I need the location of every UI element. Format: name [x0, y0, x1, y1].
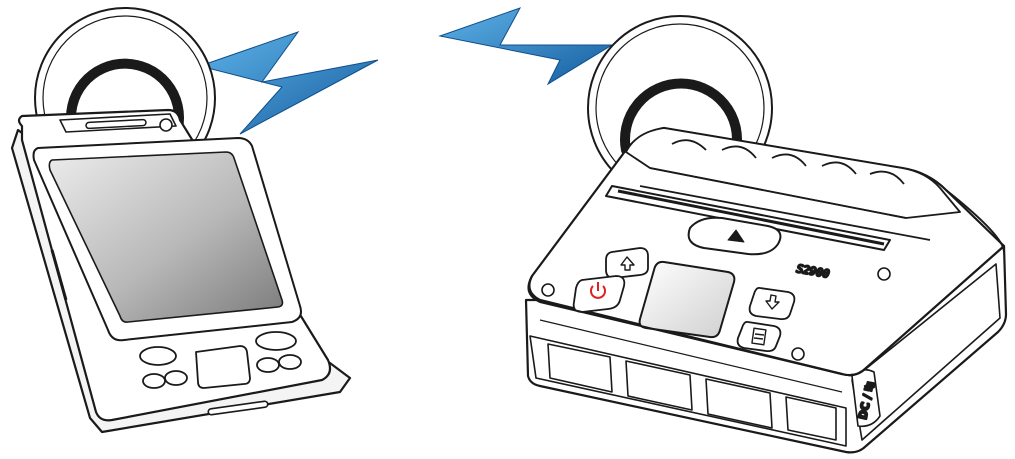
- signal-bolt-left-icon: [200, 32, 378, 134]
- printer-lcd-display: [640, 262, 735, 337]
- pda-center-key: [196, 346, 250, 388]
- mobile-printer-device: DC / ↹ S2900: [526, 16, 1006, 452]
- handheld-pda-device: [12, 8, 350, 432]
- pda-key-right-a: [257, 358, 279, 372]
- signal-bolt-right-icon: [440, 8, 612, 84]
- printer-feed-button: [738, 322, 781, 351]
- screw-front-left: [542, 284, 554, 296]
- screw-front-right: [792, 348, 804, 360]
- pda-key-left-b: [165, 371, 187, 385]
- pda-soft-key-left: [140, 347, 176, 365]
- printer-power-button: [574, 276, 625, 312]
- pda-key-left-a: [143, 374, 165, 388]
- screw-rear-right: [878, 268, 890, 280]
- pda-soft-key-right: [256, 332, 296, 350]
- pda-key-right-b: [279, 355, 301, 369]
